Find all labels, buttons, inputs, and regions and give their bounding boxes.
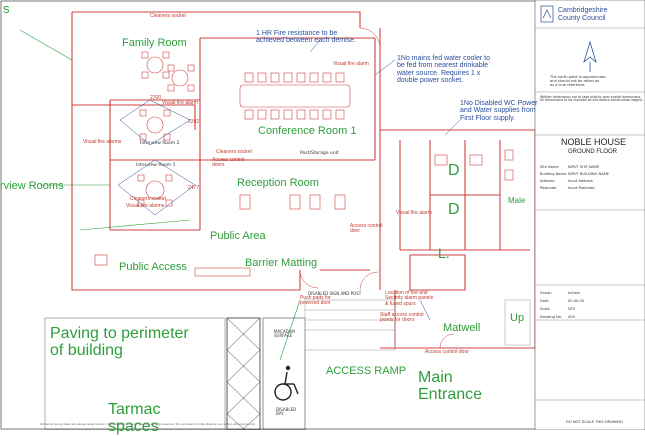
water-cooler-note: 1No mains fed water cooler to be fed fro… [397,55,490,85]
visual-fire-alarm-4-note: Visual fire alarm [162,100,198,106]
barrier-matting-label: Barrier Matting [245,257,318,269]
staff-access-note: Staff access control points for doors [380,312,424,324]
visual-fire-alarms-2-note: Visual fire alarms [83,139,122,145]
disabled-wc-note: 1No Disabled WC Power and Water supplies… [460,100,538,122]
dimension-2: 2292 [188,119,200,125]
title-block-value: 000 [568,315,575,319]
title-block-key: Drawn [540,291,552,295]
visual-fire-alarm-3-note: Visual fire alarm [396,210,432,216]
main-entrance-label: Main Entrance [418,369,483,403]
wheelchair-icon [274,365,299,401]
conference-room-label: Conference Room 1 [258,125,357,137]
footer-note: Ordnance Survey data reproduced under li… [40,422,256,426]
dimension-3: 2477 [188,185,200,191]
disabled-sign-label: DISABLED SIGN AND POST [308,291,362,296]
floor-name: GROUND FLOOR [568,149,618,155]
paving-area [44,317,306,430]
council-logo-icon [540,5,554,23]
building-name: NOBLE HOUSE [561,137,627,147]
title-block-key: Site Name [540,165,559,169]
macadam-label: MACADAM SURFACE [274,329,295,339]
post-storage-label: Post/Storage unit [300,151,339,156]
lift-label: L. [438,245,450,261]
interview-room-outlines [117,99,196,216]
title-block-value: NTS [568,307,576,311]
title-block-key: Drawing No. [540,315,563,319]
note-leaders [309,39,461,321]
cleaners-socket-2-note: Cleaners socket [130,196,166,202]
fire-resistance-note: 1 HR Fire resistance to be achieved betw… [256,30,357,45]
cleaners-socket-1-note: Cleaners socket [216,149,252,155]
public-area-label: Public Area [210,230,266,242]
title-block-value: Input Postcode [568,186,595,190]
paving-label: Paving to perimeter of building [50,325,189,359]
title-block-key: Date [540,299,549,303]
left-edge-label: s [3,1,10,16]
matwell-label: Matwell [443,322,481,334]
title-block-value: 00.00.00 [568,299,585,303]
north-note: The north point is approximate and shoul… [550,75,606,87]
org-name-line1: Cambridgeshire [558,7,608,14]
org-name-line2: County Council [558,15,606,22]
male-wc-label: Male [508,196,526,205]
visual-fire-alarms-5-note: Visual fire alarms [126,203,165,209]
caution-note: Written dimensions are to take priority … [540,95,644,103]
cleaners-socket-top-note: Cleaners socket [150,13,186,19]
disabled-wc-2-label: D [448,201,460,218]
push-pads-note: Push pads for powered door [300,295,331,307]
do-not-scale-note: DO NOT SCALE THIS DRAWING [566,420,624,424]
disabled-bay-label: DISABLED BAY [276,407,297,417]
title-block-key: Postcode [540,186,557,190]
fire-security-note: Location of fire and Security alarm pane… [385,290,434,307]
title-block-key: Address [540,179,555,183]
interview-room-2-label: Interview Room 2 [140,141,180,146]
north-arrow-icon [583,40,597,72]
title-block-value: Initials [568,291,580,295]
annotation-leaders [19,29,301,361]
access-control-doors-1-note: Access control doors [212,157,245,169]
title-block-value: INPUT SITE NAME [568,165,600,169]
access-control-door-2-note: Access control door [350,223,383,235]
interview-room-1-label: Interview Room 1 [136,163,176,168]
door-swings [299,27,455,349]
title-block-value: Input Address [568,179,593,183]
access-control-door-3-note: Access control door [425,349,469,355]
interview-rooms-label: rview Rooms [0,180,64,192]
dimension-1: 2700 [150,95,162,101]
access-ramp-label: ACCESS RAMP [326,365,407,377]
tarmac-label: Tarmac spaces [108,401,161,435]
family-room-label: Family Room [122,37,187,49]
disabled-wc-1-label: D [448,162,460,179]
up-label: Up [510,312,525,324]
title-block-key: Building Name [540,172,567,176]
public-access-label: Public Access [119,261,187,273]
furniture [94,51,514,277]
ramp-area [304,299,531,351]
visual-fire-alarm-1-note: Visual fire alarm [333,61,369,67]
title-block-key: Scale [540,307,550,311]
reception-room-label: Reception Room [237,177,319,189]
title-block-value: INPUT BUILDING NAME [568,172,610,176]
